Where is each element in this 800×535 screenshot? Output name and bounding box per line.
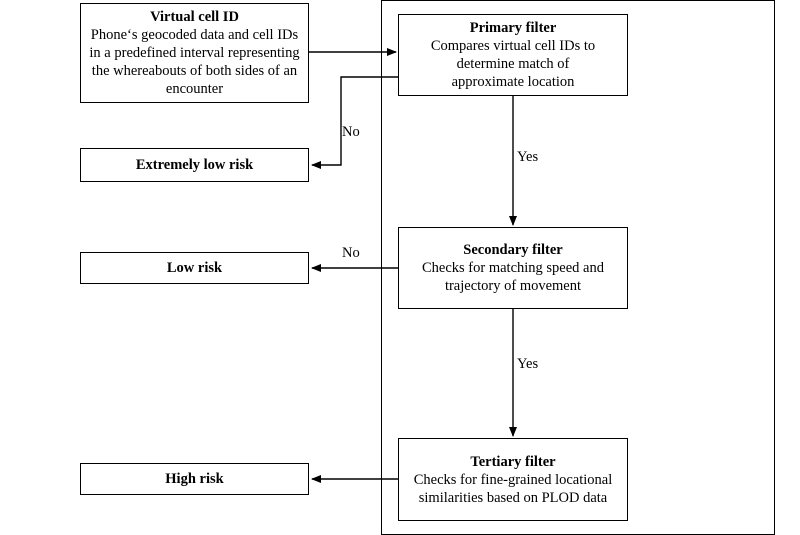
edge-label-primary-yes: Yes	[517, 149, 539, 165]
secondary-filter-title: Secondary filter	[463, 242, 563, 258]
virtual-cell-id-title: Virtual cell ID	[150, 9, 239, 25]
virtual-cell-id-box: Virtual cell ID Phone‘s geocoded data an…	[80, 3, 309, 103]
low-risk-box: Low risk	[80, 252, 309, 284]
high-risk-label: High risk	[165, 471, 224, 487]
primary-filter-title: Primary filter	[469, 20, 557, 36]
extremely-low-risk-label: Extremely low risk	[135, 157, 254, 173]
high-risk-box: High risk	[80, 463, 309, 495]
tertiary-filter-description: Checks for fine-grained locational simil…	[413, 471, 613, 506]
primary-filter-box: Primary filter Compares virtual cell IDs…	[398, 14, 628, 96]
tertiary-filter-title: Tertiary filter	[470, 453, 556, 470]
arrow-primary-to-extremely-low	[311, 76, 398, 169]
edge-label-secondary-no: No	[342, 245, 360, 261]
low-risk-label: Low risk	[166, 260, 223, 276]
edge-label-primary-no: No	[342, 124, 360, 140]
virtual-cell-id-description: Phone‘s geocoded data and cell IDs in a …	[89, 27, 300, 97]
edge-label-secondary-yes: Yes	[517, 356, 539, 372]
secondary-filter-description: Checks for matching speed and trajectory…	[421, 260, 604, 294]
tertiary-filter-box: Tertiary filter Checks for fine-grained …	[398, 438, 628, 521]
extremely-low-risk-box: Extremely low risk	[80, 148, 309, 182]
primary-filter-description: Compares virtual cell IDs to determine m…	[430, 38, 596, 90]
secondary-filter-box: Secondary filter Checks for matching spe…	[398, 227, 628, 309]
